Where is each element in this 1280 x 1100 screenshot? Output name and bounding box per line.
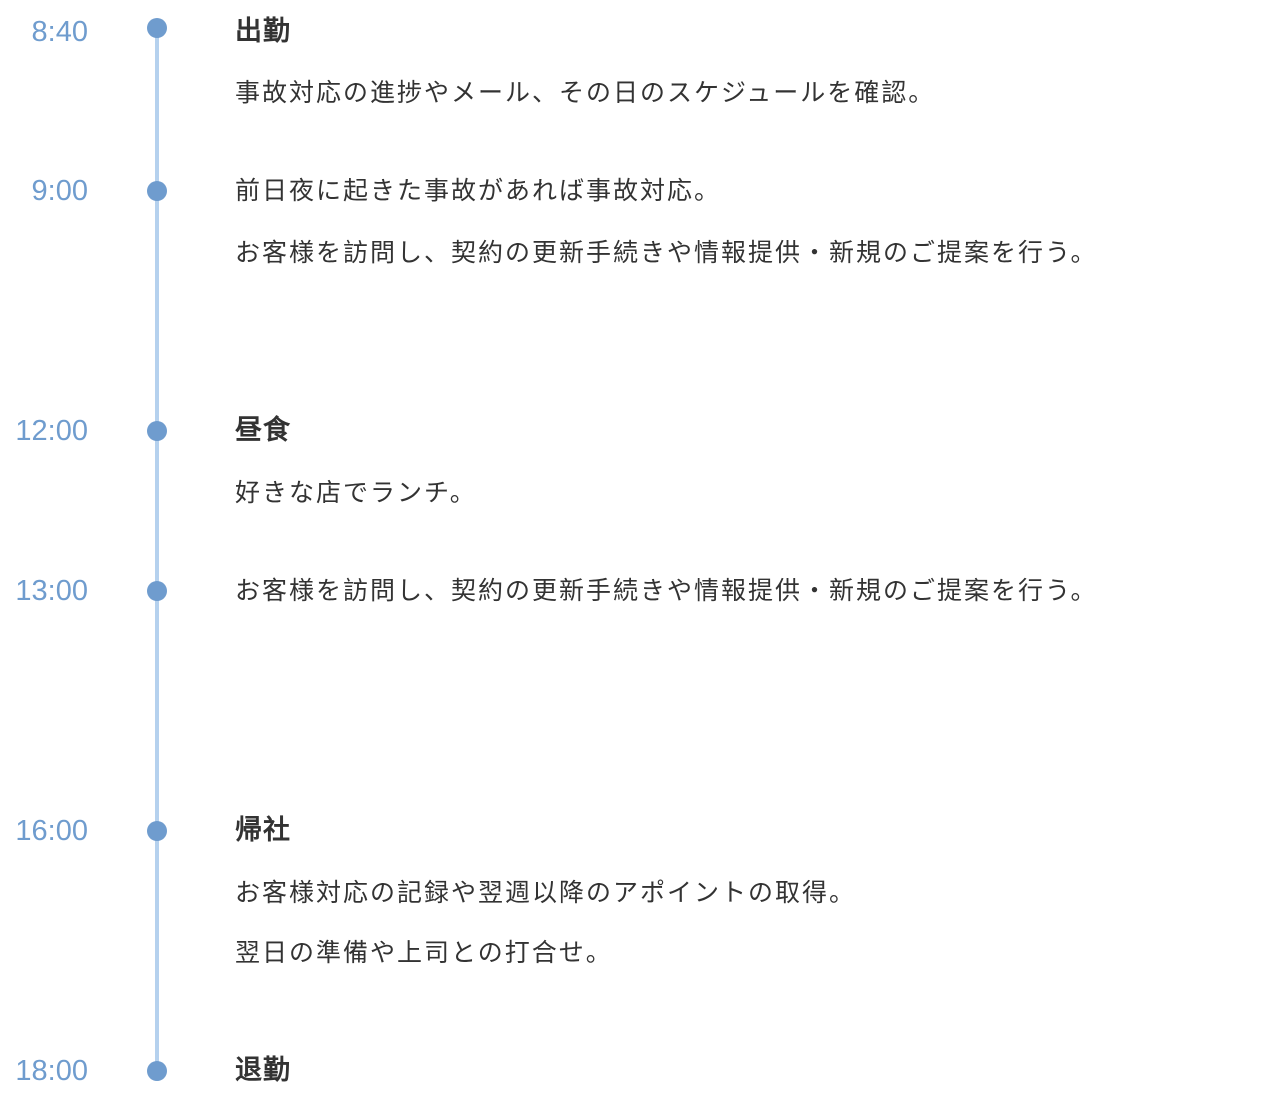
timeline-line xyxy=(155,28,159,1072)
timeline-dot xyxy=(147,1061,167,1081)
event-title: 出勤 xyxy=(235,16,291,47)
event-time: 12:00 xyxy=(15,415,88,447)
timeline-dot xyxy=(147,581,167,601)
event-time: 16:00 xyxy=(15,815,88,847)
event-time: 18:00 xyxy=(15,1055,88,1087)
timeline-dot xyxy=(147,421,167,441)
event-description: お客様を訪問し、契約の更新手続きや情報提供・新規のご提案を行う。 xyxy=(235,238,1098,267)
event-description: 翌日の準備や上司との打合せ。 xyxy=(235,938,613,967)
event-title: 退勤 xyxy=(235,1055,291,1086)
event-time: 8:40 xyxy=(31,16,88,48)
event-description: お客様を訪問し、契約の更新手続きや情報提供・新規のご提案を行う。 xyxy=(235,576,1098,605)
timeline-dot xyxy=(147,821,167,841)
event-description: お客様対応の記録や翌週以降のアポイントの取得。 xyxy=(235,878,857,907)
event-description: 好きな店でランチ。 xyxy=(235,478,477,507)
event-title: 帰社 xyxy=(235,815,291,846)
event-title: 昼食 xyxy=(235,415,291,446)
timeline-dot xyxy=(147,18,167,38)
event-description: 前日夜に起きた事故があれば事故対応。 xyxy=(235,176,722,205)
timeline-dot xyxy=(147,181,167,201)
event-time: 13:00 xyxy=(15,575,88,607)
event-description: 事故対応の進捗やメール、その日のスケジュールを確認。 xyxy=(235,78,936,107)
event-time: 9:00 xyxy=(31,175,88,207)
